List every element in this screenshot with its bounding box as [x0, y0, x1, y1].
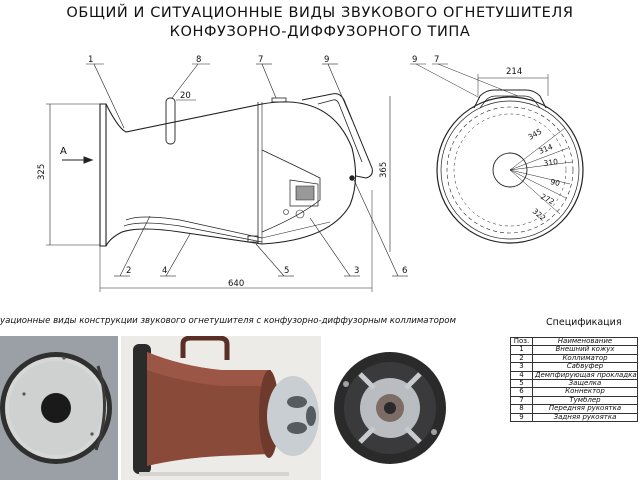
radius-322: 322: [531, 207, 548, 223]
dim-325-label: 325: [37, 164, 47, 180]
spec-pos: 8: [510, 404, 533, 414]
photo-rear-view: [324, 336, 464, 480]
spec-name: Коннектор: [532, 387, 638, 397]
radius-310: 310: [543, 157, 559, 168]
spec-pos: 3: [510, 362, 533, 372]
spec-name: Тумблер: [532, 395, 638, 406]
front-flange: [99, 103, 107, 247]
spec-name: Сабвуфер: [532, 362, 638, 372]
dim-640-label: 640: [228, 279, 244, 289]
callout-8: 8: [196, 55, 201, 65]
spec-pos: 7: [510, 395, 533, 406]
spec-name: Демпфирующая прокладка: [532, 370, 638, 381]
radius-314: 314: [537, 142, 554, 156]
spec-name: Коллиматор: [532, 353, 638, 364]
callout-3: 3: [354, 266, 359, 276]
side-view: [46, 63, 408, 292]
callout-5: 5: [284, 266, 289, 276]
front-view: [410, 63, 584, 244]
callout-2: 2: [126, 266, 131, 276]
spec-header-row: Поз. Наименование: [510, 336, 638, 347]
callout-7: 7: [258, 55, 263, 65]
callout-1: 1: [88, 55, 93, 65]
front-center-hole: [492, 152, 528, 188]
dim-365-label: 365: [379, 162, 389, 178]
spec-name: Внешний кожух: [532, 345, 638, 355]
drawing-title-line-1: ОБЩИЙ И СИТУАЦИОННЫЕ ВИДЫ ЗВУКОВОГО ОГНЕ…: [66, 5, 574, 21]
front-outer-rim: [436, 96, 584, 244]
spec-pos: 5: [510, 379, 533, 389]
spec-title: Спецификация: [546, 317, 622, 328]
callout-6: 6: [402, 266, 407, 276]
spec-name: Задняя рукоятка: [532, 412, 638, 423]
technical-drawing: 1 8 7 9 2 4 5 3 6 20 325 365 640 A 9 7 2…: [37, 55, 584, 292]
callout-9: 9: [324, 55, 329, 65]
spec-pos: 1: [510, 345, 533, 355]
radius-345: 345: [527, 127, 544, 142]
front-callout-9: 9: [412, 55, 417, 65]
photo-front-view: [0, 336, 118, 480]
dim-214-label: 214: [506, 67, 522, 77]
spec-pos: 6: [510, 387, 533, 397]
front-handle: [165, 97, 176, 145]
radius-272: 272: [539, 192, 556, 207]
dim-20-label: 20: [180, 91, 191, 101]
photo-side-view: [121, 336, 321, 480]
front-callout-7: 7: [434, 55, 439, 65]
spec-name: Защелка: [532, 379, 638, 389]
outer-housing: [105, 101, 357, 247]
spec-header-name: Наименование: [532, 336, 638, 347]
spec-pos: 4: [510, 370, 533, 381]
spec-header-pos: Поз.: [510, 336, 533, 347]
drawing-title-line-2: КОНФУЗОРНО-ДИФФУЗОРНОГО ТИПА: [169, 24, 471, 40]
arrow-a-label: A: [60, 146, 67, 157]
callout-4: 4: [162, 266, 167, 276]
spec-pos: 9: [510, 412, 533, 423]
photos-caption: уационные виды конструкции звукового огн…: [0, 316, 457, 326]
radius-90: 90: [550, 177, 561, 188]
spec-pos: 2: [510, 353, 533, 364]
spec-name: Передняя рукоятка: [532, 404, 638, 414]
